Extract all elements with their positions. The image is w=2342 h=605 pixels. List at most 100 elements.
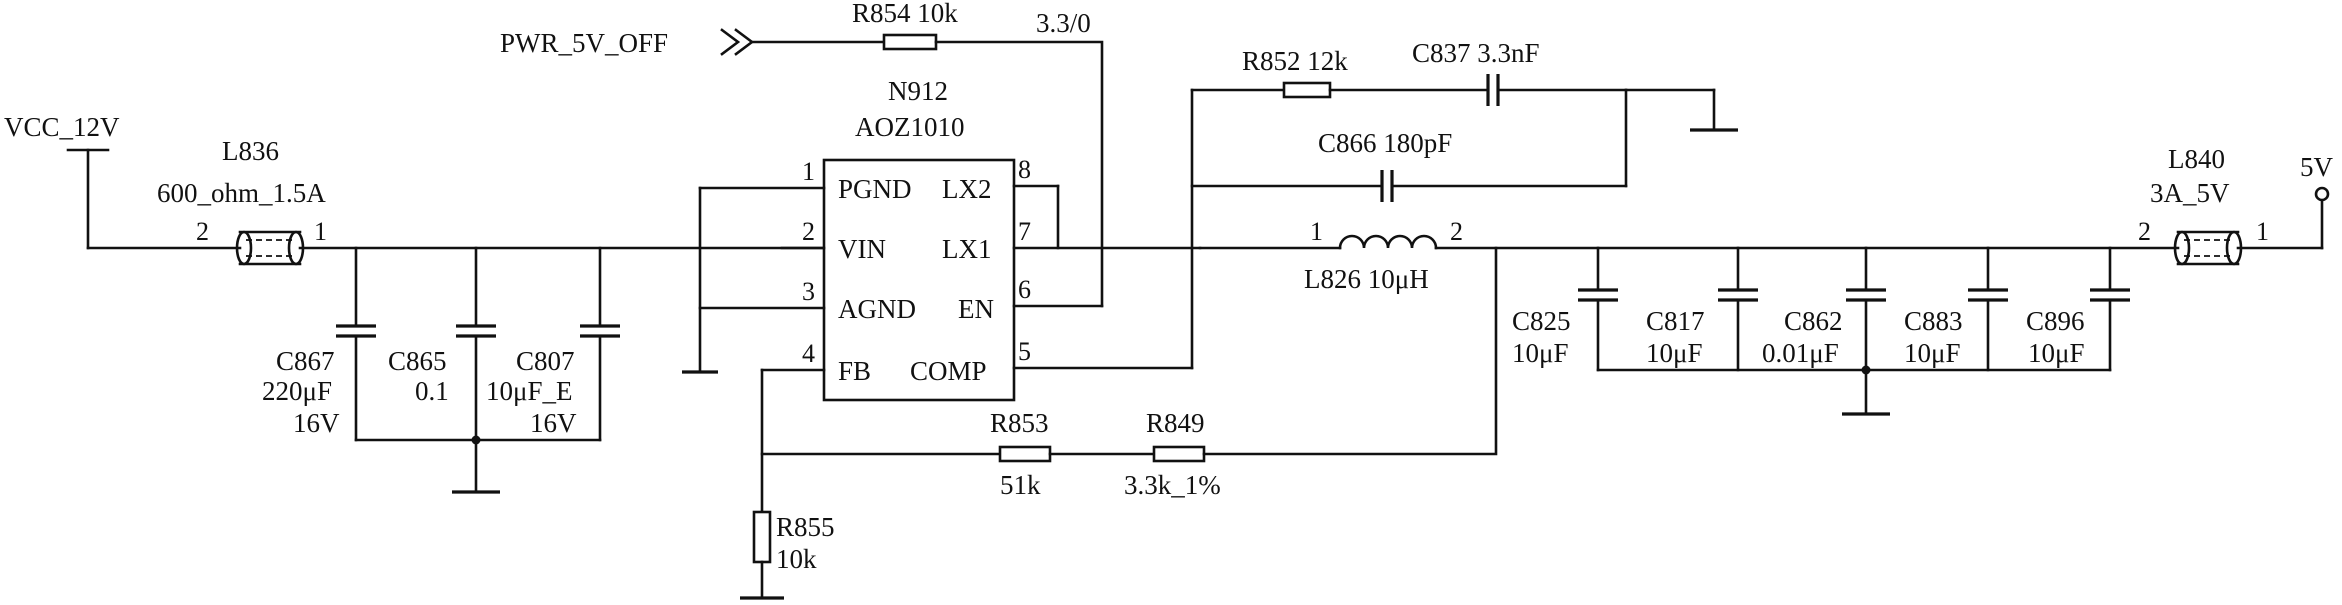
r849-value: 3.3k_1% <box>1124 470 1221 500</box>
resistor-icon <box>882 33 938 51</box>
pin-1-number: 1 <box>802 157 815 186</box>
c867-voltage: 16V <box>293 408 340 438</box>
5v-output-label: 5V <box>2300 152 2334 182</box>
pin-2-number: 2 <box>802 217 815 246</box>
inductor-l826: L826 10μH 1 2 <box>1304 217 1463 294</box>
capacitor-c883: C883 10μF <box>1904 246 2008 372</box>
resistor-icon <box>1282 81 1332 99</box>
pin-en-label: EN <box>958 294 994 324</box>
l836-ref: L836 <box>222 136 279 166</box>
output-terminal-icon <box>2314 186 2330 202</box>
c807-voltage: 16V <box>530 408 577 438</box>
pin-3-number: 3 <box>802 277 815 306</box>
c866-label: C866 180pF <box>1318 128 1452 158</box>
pin-4-number: 4 <box>802 339 815 368</box>
c865-value: 0.1 <box>415 376 449 406</box>
l836-pin-1: 1 <box>314 217 327 246</box>
pwr-5v-off-label: PWR_5V_OFF <box>500 28 668 58</box>
l840-pin-2: 2 <box>2138 217 2151 246</box>
r853-value: 51k <box>1000 470 1041 500</box>
pin-agnd-label: AGND <box>838 294 916 324</box>
r853-ref: R853 <box>990 408 1049 438</box>
c825-value: 10μF <box>1512 338 1569 368</box>
resistor-icon <box>752 510 772 564</box>
capacitor-c825: C825 10μF <box>1512 246 1618 372</box>
pin-comp-label: COMP <box>910 356 987 386</box>
c807-ref: C807 <box>516 346 575 376</box>
resistor-r849: R849 3.3k_1% <box>1124 408 1221 500</box>
en-node-label: 3.3/0 <box>1036 8 1091 38</box>
pin-5-number: 5 <box>1018 337 1031 366</box>
c862-ref: C862 <box>1784 306 1843 336</box>
r854-label: R854 10k <box>852 0 958 28</box>
capacitor-c865: C865 0.1 <box>388 246 496 494</box>
ferrite-bead-icon <box>2173 230 2243 266</box>
c865-ref: C865 <box>388 346 447 376</box>
pin-8-number: 8 <box>1018 155 1031 184</box>
pin-lx1-label: LX1 <box>942 234 992 264</box>
wire-r849-to-vout <box>1202 246 1498 456</box>
output-capacitors: C825 10μF C817 10μF C862 0.01μF C883 10μ… <box>1512 246 2130 416</box>
vcc-12v-label: VCC_12V <box>4 112 120 142</box>
capacitor-c837: C837 3.3nF <box>1412 38 1540 106</box>
offpage-arrow-icon <box>720 28 741 56</box>
pin-lx2-label: LX2 <box>942 174 992 204</box>
resistor-r853: R853 51k <box>990 408 1052 500</box>
l840-pin-1: 1 <box>2256 217 2269 246</box>
pin-vin-label: VIN <box>838 234 886 264</box>
ferrite-l840: L840 3A_5V 2 1 <box>2138 144 2269 266</box>
c837-label: C837 3.3nF <box>1412 38 1540 68</box>
l836-pin-2: 2 <box>196 217 209 246</box>
capacitor-c896: C896 10μF <box>2026 246 2130 372</box>
r849-ref: R849 <box>1146 408 1205 438</box>
c807-value: 10μF_E <box>486 376 572 406</box>
c867-value: 220μF <box>262 376 332 406</box>
l826-pin-2: 2 <box>1450 217 1463 246</box>
capacitor-c817: C817 10μF <box>1646 246 1758 372</box>
junction-dot <box>1861 365 1871 375</box>
ferrite-l836: L836 600_ohm_1.5A 2 1 <box>157 136 327 266</box>
ic-ref: N912 <box>888 76 948 106</box>
capacitor-c867: C867 220μF 16V <box>262 246 376 442</box>
r855-value: 10k <box>776 544 817 574</box>
pin-7-number: 7 <box>1018 217 1031 246</box>
ferrite-bead-icon <box>235 230 305 266</box>
c883-value: 10μF <box>1904 338 1961 368</box>
c883-ref: C883 <box>1904 306 1963 336</box>
resistor-r855: R855 10k <box>752 510 835 574</box>
l826-label: L826 10μH <box>1304 264 1429 294</box>
l836-value: 600_ohm_1.5A <box>157 178 326 208</box>
inductor-coil-icon <box>1338 234 1438 250</box>
pin-fb-label: FB <box>838 356 871 386</box>
ic-n912: N912 AOZ1010 1 2 3 4 PGND VIN AGND FB 8 … <box>698 76 1202 402</box>
l840-value: 3A_5V <box>2150 178 2230 208</box>
c867-ref: C867 <box>276 346 335 376</box>
resistor-icon <box>1152 445 1206 463</box>
l826-pin-1: 1 <box>1310 217 1323 246</box>
pwr-5v-off-net: PWR_5V_OFF <box>500 28 886 58</box>
capacitor-c807: C807 10μF_E 16V <box>486 246 620 442</box>
input-capacitors: C867 220μF 16V C865 0.1 C807 10μF_E 16V <box>262 246 620 494</box>
capacitor-c862: C862 0.01μF <box>1762 246 1886 416</box>
r855-ref: R855 <box>776 512 835 542</box>
r852-label: R852 12k <box>1242 46 1348 76</box>
resistor-r854: R854 10k <box>852 0 958 51</box>
junction-dot <box>471 435 481 445</box>
pin-pgnd-label: PGND <box>838 174 912 204</box>
c896-value: 10μF <box>2028 338 2085 368</box>
c896-ref: C896 <box>2026 306 2085 336</box>
vcc-12v-input: VCC_12V <box>4 112 120 250</box>
pin-6-number: 6 <box>1018 275 1031 304</box>
resistor-icon <box>998 445 1052 463</box>
capacitor-c866: C866 180pF <box>1318 128 1452 202</box>
ic-body <box>822 158 1016 402</box>
ic-part: AOZ1010 <box>855 112 965 142</box>
c862-value: 0.01μF <box>1762 338 1839 368</box>
c825-ref: C825 <box>1512 306 1571 336</box>
wire-r854-to-en <box>934 40 1104 308</box>
l840-ref: L840 <box>2168 144 2225 174</box>
resistor-r852: R852 12k <box>1242 46 1348 99</box>
c817-ref: C817 <box>1646 306 1705 336</box>
